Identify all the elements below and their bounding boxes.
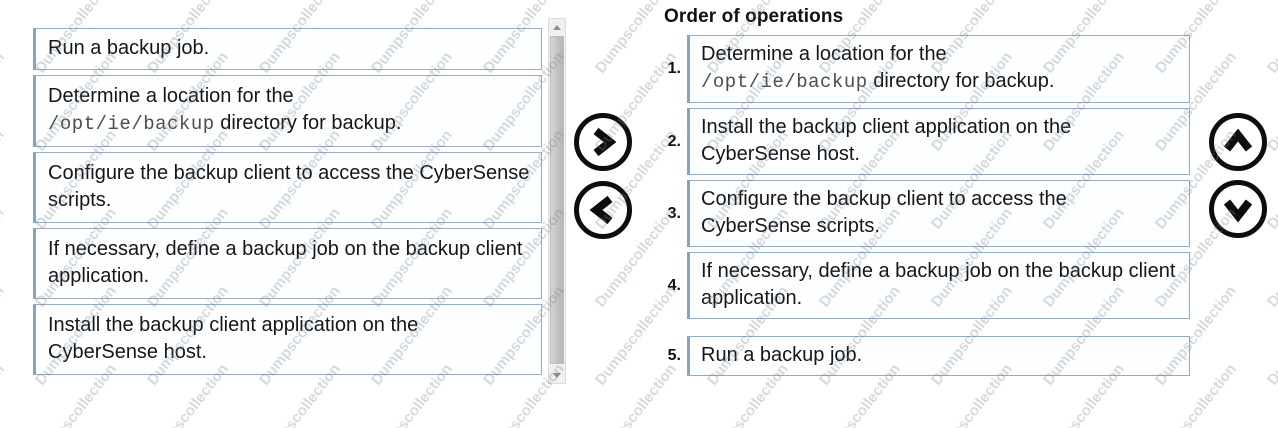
order-item-label-line1: Determine a location for the [701, 43, 947, 65]
table-row[interactable]: 2. Install the backup client application… [660, 108, 1190, 175]
order-item[interactable]: Run a backup job. [687, 336, 1190, 376]
order-item-label: If necessary, define a backup job on the… [701, 260, 1176, 309]
order-number: 5. [667, 347, 681, 364]
order-item-label-line2: directory for backup. [867, 70, 1055, 92]
chevron-up-icon [1223, 129, 1253, 155]
list-item[interactable]: Install the backup client application on… [33, 304, 542, 375]
left-list-scrollbar[interactable] [548, 18, 566, 384]
table-row[interactable]: 4. If necessary, define a backup job on … [660, 252, 1190, 319]
order-item-label: Install the backup client application on… [701, 116, 1072, 165]
move-buttons-group [574, 113, 632, 249]
table-row[interactable]: 3. Configure the backup client to access… [660, 180, 1190, 247]
list-item[interactable]: Determine a location for the /opt/ie/bac… [33, 75, 542, 147]
order-of-operations-panel: Order of operations 1. Determine a locat… [660, 6, 1190, 381]
order-item-label: Configure the backup client to access th… [701, 188, 1067, 237]
move-right-button[interactable] [574, 113, 632, 171]
file-path-text: /opt/ie/backup [701, 71, 868, 93]
order-item[interactable]: Install the backup client application on… [687, 108, 1190, 175]
list-item-label: If necessary, define a backup job on the… [48, 238, 523, 287]
scroll-up-arrow-icon[interactable] [549, 19, 565, 35]
list-item[interactable]: Configure the backup client to access th… [33, 152, 542, 223]
list-item-label: Configure the backup client to access th… [48, 162, 530, 211]
available-operations-list: Run a backup job. Determine a location f… [33, 28, 542, 380]
page-title: Order of operations [664, 6, 844, 27]
chevron-down-icon [1223, 196, 1253, 222]
list-item-label-line1: Determine a location for the [48, 85, 294, 107]
order-item[interactable]: Configure the backup client to access th… [687, 180, 1190, 247]
table-row[interactable]: 1. Determine a location for the /opt/ie/… [660, 35, 1190, 103]
file-path-text: /opt/ie/backup [48, 113, 215, 135]
order-number: 4. [667, 276, 681, 294]
order-item[interactable]: If necessary, define a backup job on the… [687, 252, 1190, 319]
reorder-buttons-group [1209, 113, 1267, 247]
table-row[interactable]: 5. Run a backup job. [660, 336, 1190, 376]
scroll-down-arrow-icon[interactable] [549, 367, 565, 383]
list-item-label-line2: directory for backup. [214, 112, 402, 134]
move-up-button[interactable] [1209, 113, 1267, 171]
scrollbar-thumb[interactable] [550, 36, 564, 364]
order-number: 1. [667, 60, 681, 77]
list-item[interactable]: Run a backup job. [33, 28, 542, 70]
chevron-right-icon [590, 127, 616, 157]
move-left-button[interactable] [574, 181, 632, 239]
move-down-button[interactable] [1209, 180, 1267, 238]
list-item-label: Install the backup client application on… [48, 314, 419, 363]
list-item[interactable]: If necessary, define a backup job on the… [33, 228, 542, 299]
order-item-label: Run a backup job. [701, 344, 863, 366]
order-number: 3. [667, 204, 681, 222]
order-item[interactable]: Determine a location for the /opt/ie/bac… [687, 35, 1190, 103]
list-item-label: Run a backup job. [48, 37, 210, 59]
chevron-left-icon [590, 195, 616, 225]
order-number: 2. [667, 132, 681, 150]
